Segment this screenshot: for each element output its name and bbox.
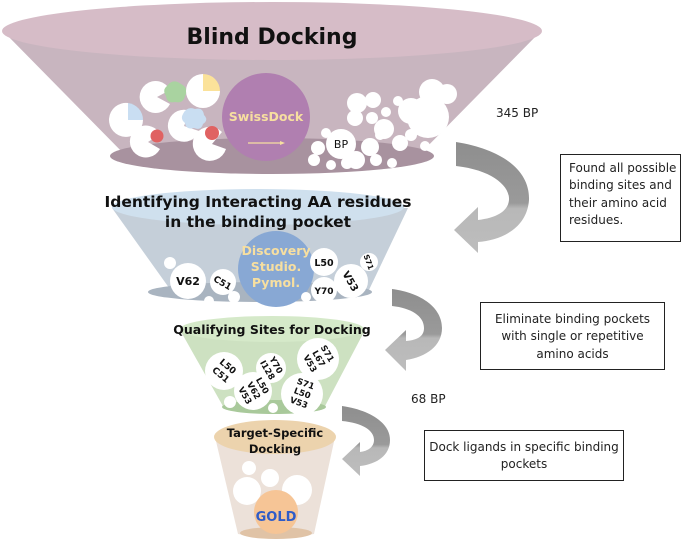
note-box-2: Eliminate binding pockets with single or… <box>480 302 665 370</box>
ligand-slice-blue <box>128 103 144 120</box>
binding-pocket-bubble <box>393 96 403 106</box>
bubble <box>228 291 240 303</box>
note-1-line: residues. <box>569 213 624 228</box>
bubble <box>261 469 279 487</box>
residue-bubble <box>210 269 236 295</box>
binding-pocket-bubble <box>347 110 363 126</box>
residue-label: Y70 <box>313 287 333 297</box>
binding-pocket-bubble <box>407 96 449 138</box>
binding-pocket-bubble <box>308 154 320 166</box>
bubble <box>224 396 236 408</box>
binding-pocket-bubble <box>370 154 382 166</box>
stage-identifying-residues: Identifying Interacting AA residues in t… <box>104 189 412 307</box>
binding-pocket-bubble <box>437 84 457 104</box>
ligand-red <box>205 126 219 140</box>
note-box-1: Found all possible binding sites and the… <box>560 154 681 242</box>
stage-4-title-line1: Target-Specific <box>227 426 324 440</box>
binding-pocket-bubble <box>381 107 391 117</box>
ligand-cluster <box>109 74 226 161</box>
residue-bubble <box>170 263 206 299</box>
stage-target-specific-docking: Target-Specific Docking GOLD <box>214 420 336 539</box>
ligand-blob-blue <box>181 108 207 129</box>
binding-pocket-bubble <box>375 130 385 140</box>
funnel-4-rim <box>214 420 336 454</box>
gold-label: GOLD <box>256 510 297 525</box>
bp-label: BP <box>334 138 349 151</box>
count-345-bp: 345 BP <box>496 106 539 120</box>
bubble <box>164 257 176 269</box>
swissdock-circle <box>222 73 310 161</box>
residue-label: V62 <box>176 275 200 288</box>
curved-arrow-3 <box>342 406 390 476</box>
ligand-blob-green <box>164 81 187 103</box>
binding-pocket-bubble <box>311 141 325 155</box>
curved-arrow-1 <box>454 142 530 253</box>
tool-line-1: Discovery <box>241 243 310 258</box>
binding-pocket-bubble <box>341 157 353 169</box>
binding-pocket-bubble <box>405 129 417 141</box>
stage-1-title: Blind Docking <box>187 25 358 50</box>
gold-circle <box>254 490 298 534</box>
stage-4-title-line2: Docking <box>249 442 301 456</box>
note-box-3: Dock ligands in specific binding pockets <box>424 430 624 481</box>
funnel-4-body <box>215 437 335 537</box>
curved-arrow-2 <box>385 289 442 371</box>
binding-pocket-bubbles <box>308 79 457 170</box>
stage-qualifying-sites: Qualifying Sites for Docking L50 C51 Y70… <box>173 316 371 415</box>
binding-pocket-bubble <box>361 138 379 156</box>
stage-blind-docking: Blind Docking SwissDock BP <box>2 2 542 174</box>
binding-pocket-bubble <box>347 93 367 113</box>
discovery-studio-circle <box>238 231 314 307</box>
residue-bubble <box>360 253 378 271</box>
stage-3-title: Qualifying Sites for Docking <box>173 322 371 337</box>
residue-bubble <box>311 277 337 303</box>
binding-pocket-bubble <box>365 92 381 108</box>
ligand-slice-yellow <box>203 74 220 91</box>
ligand-red <box>150 129 164 143</box>
note-2-line: Eliminate binding pockets <box>494 312 651 326</box>
residue-bubble <box>310 248 338 276</box>
site-bubble <box>297 338 339 380</box>
funnel-3-rim <box>180 316 364 342</box>
residue-label: L50 <box>314 258 334 269</box>
site-bubble <box>234 372 272 410</box>
bubble <box>233 477 261 505</box>
ligand-pacman <box>167 109 199 142</box>
count-68-bp: 68 BP <box>411 392 446 406</box>
note-2-line: amino acids <box>536 346 609 361</box>
site-bubble <box>281 373 323 415</box>
note-1-line: Found all possible <box>569 161 677 175</box>
bubble <box>242 461 256 475</box>
binding-pocket-bubble <box>392 135 408 151</box>
binding-pocket-bubble <box>366 112 378 124</box>
stage-2-title-line1: Identifying Interacting AA residues <box>104 193 411 211</box>
bubble <box>268 403 278 413</box>
tool-line-3: Pymol. <box>252 275 300 290</box>
binding-pocket-bubble <box>420 141 430 151</box>
binding-pocket-bubble <box>326 160 336 170</box>
bubble <box>301 292 311 302</box>
swissdock-label: SwissDock <box>229 109 304 124</box>
funnel-1-rim <box>2 2 542 60</box>
binding-pocket-bubble <box>326 129 356 159</box>
funnel-2-rim <box>112 189 404 225</box>
binding-pocket-bubble <box>321 128 331 138</box>
note-3-line: Dock ligands in specific binding <box>429 440 619 454</box>
note-3-line: pockets <box>500 457 548 472</box>
stage-2-title-line2: in the binding pocket <box>165 213 352 231</box>
binding-pocket-bubble <box>387 158 397 168</box>
arrow-right-icon <box>248 141 285 145</box>
ligand-pacman <box>109 102 143 137</box>
note-1-line: their amino acid <box>569 195 667 210</box>
bubble <box>204 296 214 306</box>
site-bubble <box>205 352 243 390</box>
residue-bubble <box>334 264 368 298</box>
note-2-line: with single or repetitive <box>501 329 644 344</box>
ligand-pacman <box>139 80 170 113</box>
note-1-line: binding sites and <box>569 178 672 193</box>
tool-line-2: Studio. <box>251 259 301 274</box>
